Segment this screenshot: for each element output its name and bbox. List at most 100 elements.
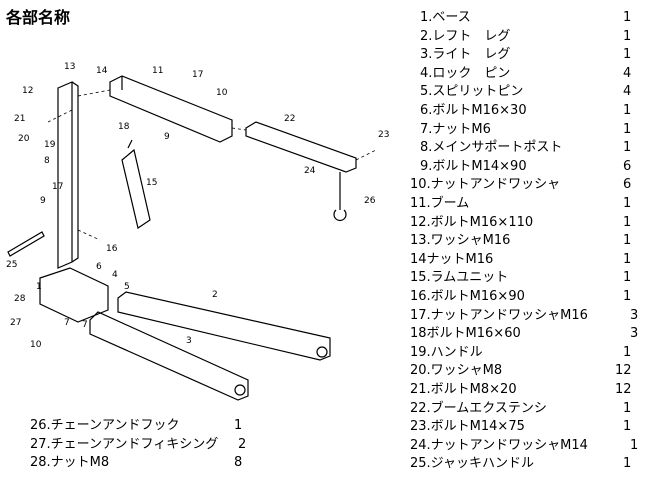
callout-24: 24 [304,166,316,176]
part-quantity: 1 [623,400,632,416]
part-label: 2.レフト レグ [420,28,511,44]
callout-20: 20 [18,134,30,144]
part-quantity: 1 [630,437,639,453]
part-quantity: 1 [623,103,632,118]
boom [109,75,233,143]
part-label: 25.ジャッキハンドル [410,456,535,472]
part-label: 19.ハンドル [410,344,483,360]
callout-9b: 9 [40,196,46,206]
part-quantity: 12 [615,382,632,397]
parts-list-item: 28.ナットM8 8 [30,454,250,472]
part-label: 24.ナットアンドワッシャM14 [410,437,588,453]
part-quantity: 1 [623,214,632,230]
part-quantity: 6 [623,158,632,174]
parts-list-item: 24.ナットアンドワッシャM14 1 [410,437,640,455]
callout-19: 19 [44,140,56,150]
callout-5: 5 [124,282,130,292]
parts-list-item: 13.ワッシャM16 1 [410,232,640,250]
callout-3: 3 [186,336,192,346]
parts-list-item: 1.ベース 1 [420,9,640,27]
part-quantity: 6 [623,177,632,193]
part-quantity: 8 [234,455,243,471]
part-label: 16.ボルトM16×90 [410,289,525,304]
right-leg [89,311,249,401]
callout-10: 10 [216,88,228,98]
part-quantity: 3 [630,307,639,323]
part-quantity: 1 [623,10,632,25]
part-label: 9.ボルトM14×90 [420,158,527,174]
callout-21: 21 [14,114,26,124]
jack-handle [7,231,45,257]
part-quantity: 1 [623,196,632,211]
part-label: 6.ボルトM16×30 [420,103,527,118]
left-leg [117,291,331,361]
callout-14: 14 [96,66,108,76]
parts-list-item: 8.メインサポートポスト 1 [420,139,640,157]
part-quantity: 1 [623,47,632,63]
part-quantity: 1 [623,140,632,156]
part-label: 20.ワッシャM8 [410,363,503,379]
part-quantity: 1 [234,418,243,433]
part-label: 13.ワッシャM16 [410,233,511,249]
callout-7: 7 [82,320,88,330]
parts-list-item: 6.ボルトM16×30 1 [420,102,640,120]
parts-list-item: 2.レフト レグ 1 [420,28,640,46]
part-label: 21.ボルトM8×20 [410,382,517,397]
callout-26: 26 [364,196,376,206]
parts-list-item: 10.ナットアンドワッシャ 6 [410,176,640,194]
part-quantity: 1 [623,233,632,249]
callout-10b: 10 [30,340,42,350]
parts-list-item: 20.ワッシャM8 12 [410,362,640,380]
page-title: 各部名称 [6,8,71,27]
part-label: 7.ナットM6 [420,121,491,137]
callout-25: 25 [6,260,18,270]
part-quantity: 12 [615,363,632,379]
callout-1: 1 [36,282,42,292]
callout-8: 8 [44,156,50,166]
part-label: 18ボルトM16×60 [410,326,521,342]
part-label: 17.ナットアンドワッシャM16 [410,307,588,323]
callout-9: 9 [164,132,170,142]
callout-15: 15 [146,178,158,188]
part-label: 26.チェーンアンドフック [30,418,180,433]
part-label: 15.ラムユニット [410,270,509,286]
part-label: 10.ナットアンドワッシャ [410,177,561,193]
callout-16: 16 [106,244,118,254]
part-quantity: 1 [623,344,632,360]
callout-6: 6 [96,262,102,272]
part-label: 23.ボルトM14×75 [410,419,525,435]
parts-list-item: 3.ライト レグ 1 [420,46,640,64]
parts-list-item: 22.ブームエクステンシ 1 [410,400,640,418]
callout-22: 22 [284,114,296,124]
part-label: 3.ライト レグ [420,47,511,63]
part-label: 28.ナットM8 [30,455,110,471]
callout-23: 23 [378,130,390,140]
callout-11: 11 [152,66,164,76]
parts-list-item: 11.ブーム 1 [410,195,640,213]
part-quantity: 1 [623,289,632,304]
parts-list-item: 26.チェーンアンドフック 1 [30,417,250,435]
parts-list-item: 19.ハンドル 1 [410,344,640,362]
part-label: 11.ブーム [410,196,470,211]
callout-13: 13 [64,62,76,72]
part-label: 5.スピリットピン [420,84,524,100]
part-label: 22.ブームエクステンシ [410,400,547,416]
part-label: 1.ベース [420,10,471,25]
part-label: 8.メインサポートポスト [420,140,563,156]
part-quantity: 1 [623,251,632,267]
callout-17b: 17 [52,182,64,192]
part-quantity: 1 [623,28,632,44]
parts-list-item: 16.ボルトM16×90 1 [410,288,640,306]
boom-extension [245,121,357,173]
callout-2: 2 [212,290,218,300]
